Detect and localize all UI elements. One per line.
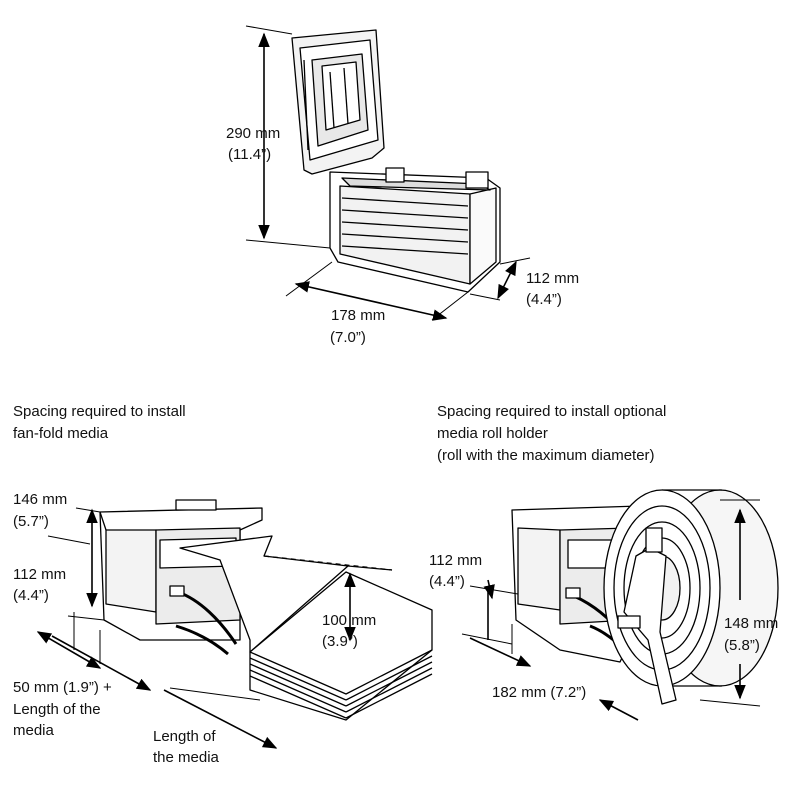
depth-112-label: 112 mm xyxy=(526,270,580,287)
depth-112-inch-label: (4.4”) xyxy=(526,291,562,308)
fanfold-height-146-inch-label: (5.7”) xyxy=(13,513,49,530)
printer-rollholder-illustration xyxy=(511,489,779,705)
roll-title-line2: media roll holder xyxy=(437,425,548,442)
height-290-label: 290 mm xyxy=(226,125,281,142)
roll-title-line3: (roll with the maximum diameter) xyxy=(437,447,655,464)
roll-depth-182-label: 182 mm (7.2”) xyxy=(492,684,587,701)
rollholder-dimension-lines xyxy=(461,499,761,721)
width-178-label: 178 mm xyxy=(331,307,386,324)
fanfold-height-112-inch-label: (4.4”) xyxy=(13,587,49,604)
roll-title-line1: Spacing required to install optional xyxy=(437,403,667,420)
fanfold-title-line2: fan-fold media xyxy=(13,425,109,442)
top-dimension-lines xyxy=(245,25,531,321)
stack-100-inch-label: (3.9”) xyxy=(322,633,358,650)
printer-fanfold-illustration xyxy=(99,499,433,721)
clearance-line3: media xyxy=(13,722,54,739)
roll-diameter-148-inch-label: (5.8”) xyxy=(724,637,760,654)
clearance-line2: Length of the xyxy=(13,701,101,718)
media-length-line1: Length of xyxy=(153,728,216,745)
stack-100-label: 100 mm xyxy=(322,612,377,629)
width-178-inch-label: (7.0”) xyxy=(330,329,366,346)
fanfold-height-112-label: 112 mm xyxy=(13,566,67,583)
roll-height-112-inch-label: (4.4”) xyxy=(429,573,465,590)
printer-open-lid-illustration xyxy=(291,29,501,293)
height-290-inch-label: (11.4”) xyxy=(228,146,272,163)
fanfold-dimension-lines xyxy=(36,507,356,749)
media-length-line2: the media xyxy=(153,749,219,766)
fanfold-title-line1: Spacing required to install xyxy=(13,403,186,420)
fanfold-height-146-label: 146 mm xyxy=(13,491,68,508)
roll-diameter-148-label: 148 mm xyxy=(724,615,779,632)
roll-height-112-label: 112 mm xyxy=(429,552,483,569)
clearance-line1: 50 mm (1.9”) + xyxy=(13,679,112,696)
